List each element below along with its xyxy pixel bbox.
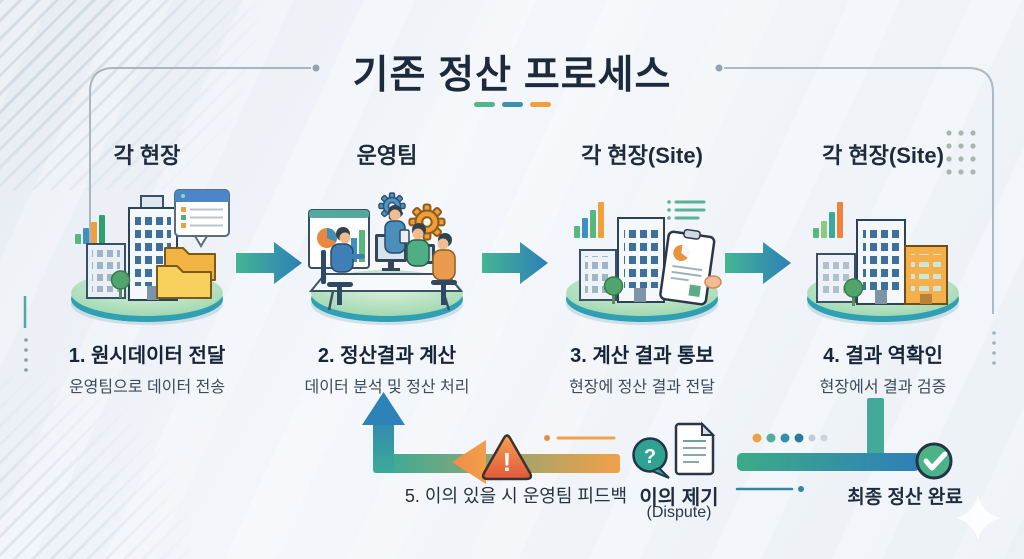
page-title: 기존 정산 프로세스 (352, 54, 672, 97)
buildings-three-illustration (807, 202, 959, 325)
dispute-title: 이의 제기 (639, 487, 719, 509)
step-title: 1. 원시데이터 전달 (68, 345, 226, 367)
corner-stripes-bottom-left (0, 369, 190, 559)
complete-label: 최종 정산 완료 (847, 487, 963, 508)
document-icon (674, 421, 716, 476)
report-clipboard-icon (659, 228, 716, 306)
data-window-icon (174, 189, 230, 248)
list-lines-icon (667, 200, 706, 220)
warning-icon: ! (481, 434, 533, 481)
question-mark: ? (644, 446, 656, 468)
step-desc: 현장에서 결과 검증 (819, 379, 947, 396)
mini-bar-chart-icon (574, 202, 604, 238)
person-seated-green-icon (406, 223, 430, 267)
building-main-icon (617, 217, 665, 303)
buildings-folders-illustration (71, 189, 230, 325)
title-underline-dashes (0, 102, 1024, 107)
dot-column-left (24, 338, 28, 372)
building-middle-icon (856, 219, 906, 305)
completion-path (737, 398, 920, 471)
hand-icon (704, 275, 722, 289)
person-standing-icon (384, 205, 410, 254)
check-icon (915, 442, 953, 480)
step-title: 2. 정산결과 계산 (317, 345, 457, 367)
column-header: 운영팀 (356, 143, 418, 168)
left-arrowhead-icon (452, 440, 486, 484)
dispute-subtitle: (Dispute) (646, 504, 712, 521)
column-header: 각 현장(Site) (822, 143, 944, 168)
ops-team-illustration (308, 192, 464, 325)
dash-blue (501, 102, 523, 107)
mini-bar-chart-icon (75, 215, 105, 244)
tree-icon (110, 270, 131, 298)
step-column-2: 운영팀 (272, 138, 502, 397)
person-seated-orange-icon (431, 233, 457, 305)
person-seated-left-icon (321, 227, 365, 305)
dash-orange (529, 102, 551, 107)
building-orange-icon (904, 245, 948, 305)
accent-line-teal (735, 486, 804, 492)
folders-icon (156, 247, 216, 299)
column-header: 각 현장 (113, 143, 181, 168)
mini-bar-chart-icon (813, 202, 843, 238)
step-column-3: 각 현장(Site) (527, 138, 757, 397)
step-desc: 데이터 분석 및 정산 처리 (304, 379, 470, 396)
tree-icon (603, 276, 624, 304)
column-header: 각 현장(Site) (581, 143, 703, 168)
step-column-1: 각 현장 (32, 138, 262, 397)
step-desc: 현장에 정산 결과 전달 (569, 379, 715, 396)
dash-green (473, 102, 495, 107)
step-title: 3. 계산 결과 통보 (570, 345, 714, 367)
question-bubble-icon: ? (632, 437, 670, 479)
feedback-label: 5. 이의 있을 시 운영팀 피드백 (404, 486, 628, 506)
feedback-arrow (362, 392, 620, 484)
accent-line-orange (544, 435, 616, 441)
warning-mark: ! (503, 447, 512, 477)
progress-dots (752, 433, 828, 443)
step-title: 4. 결과 역확인 (823, 345, 943, 367)
step-desc: 운영팀으로 데이터 전송 (68, 379, 226, 396)
buildings-report-illustration (566, 200, 722, 325)
step-column-4: 각 현장(Site) (768, 138, 998, 397)
